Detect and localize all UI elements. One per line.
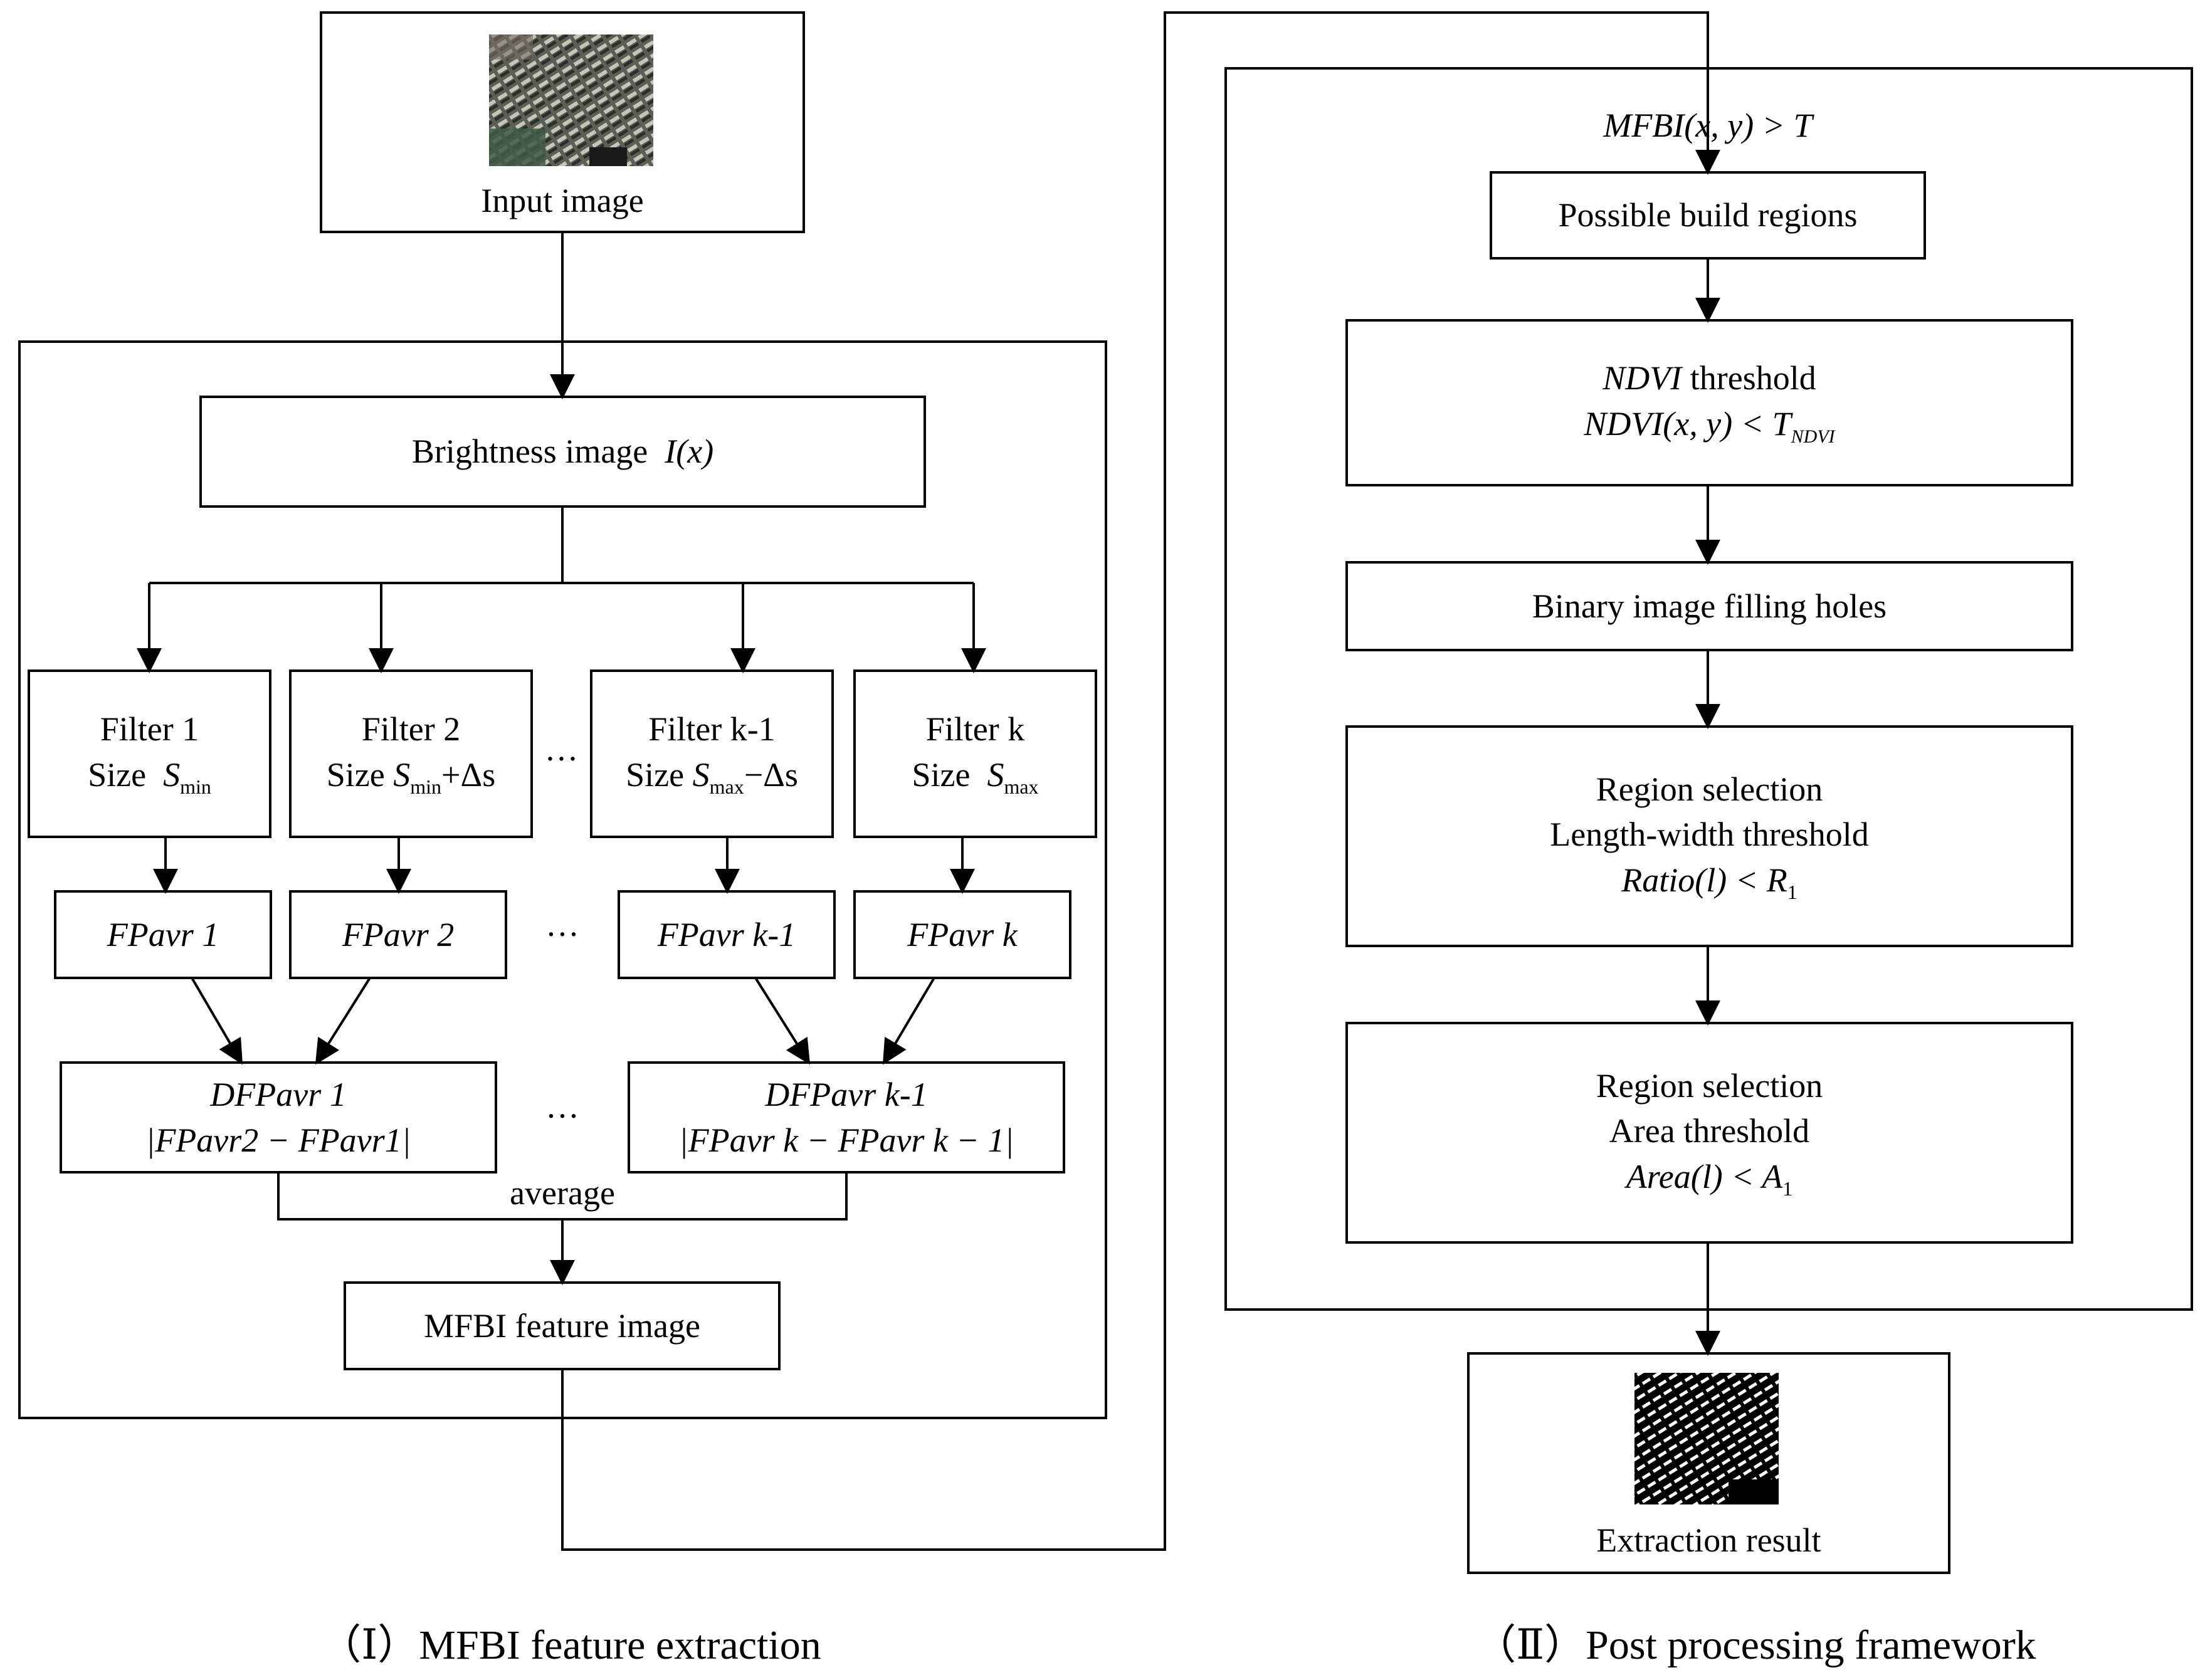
brightness-func: I(x) [665, 433, 714, 471]
filter-label-1: Filter 1 Size Smin [88, 710, 211, 799]
fpavr-ellipsis: ··· [545, 915, 579, 953]
dfpavr-label-1: DFPavr 1 |FPavr2 − FPavr1| [145, 1075, 411, 1159]
line-mfbi-to-panel2 [561, 11, 1720, 1551]
fpavr-label-2: FPavr 2 [342, 915, 455, 953]
filter-ellipsis: ··· [544, 739, 579, 777]
input-aerial-thumbnail [489, 34, 653, 166]
binary-fill-label: Binary image filling holes [1532, 587, 1887, 625]
fpavr-label-3: FPavr k-1 [657, 915, 796, 953]
average-label: average [510, 1173, 615, 1212]
dfpavr-label-2: DFPavr k-1 |FPavr k − FPavr k − 1| [678, 1075, 1014, 1159]
brightness-text: Brightness image [411, 433, 648, 471]
filter-box-2 [289, 669, 533, 838]
panel2-caption: （Ⅱ）Post processing framework [1475, 1622, 2036, 1669]
fpavr-label-1: FPavr 1 [107, 915, 219, 953]
dfpavr-ellipsis: ··· [545, 1096, 579, 1135]
possible-regions-label: Possible build regions [1558, 196, 1858, 234]
filter-box-3 [590, 669, 834, 838]
panel1-caption: （Ⅰ）MFBI feature extraction [320, 1622, 821, 1669]
filter-label-2: Filter 2 Size Smin+Δs [326, 710, 496, 799]
fpavr-label-4: FPavr k [907, 915, 1018, 953]
brightness-label: Brightness image I(x) [201, 397, 925, 507]
arrow-fpavr2-to-dfpavr1 [315, 977, 371, 1065]
region-area-label: Region selection Area threshold Area(l) … [1596, 1066, 1823, 1200]
filter-label-4: Filter k Size Smax [912, 710, 1039, 799]
arrow-fpavr3-to-dfpavr2 [754, 977, 811, 1065]
input-image-label: Input image [481, 181, 644, 219]
arrow-fpavr4-to-dfpavr2 [882, 977, 935, 1065]
region-ratio-label: Region selection Length-width threshold … [1550, 770, 1869, 904]
extraction-result-label: Extraction result [1596, 1521, 1821, 1560]
mfbi-threshold-condition: MFBI(x, y) > T [1603, 106, 1813, 144]
ndvi-label: NDVI threshold NDVI(x, y) < TNDVI [1584, 359, 1835, 448]
mfbi-feature-label: MFBI feature image [424, 1306, 700, 1345]
arrow-fpavr1-to-dfpavr1 [191, 977, 243, 1065]
extraction-result-thumbnail [1634, 1373, 1779, 1504]
filter-label-3: Filter k-1 Size Smax−Δs [626, 710, 798, 799]
